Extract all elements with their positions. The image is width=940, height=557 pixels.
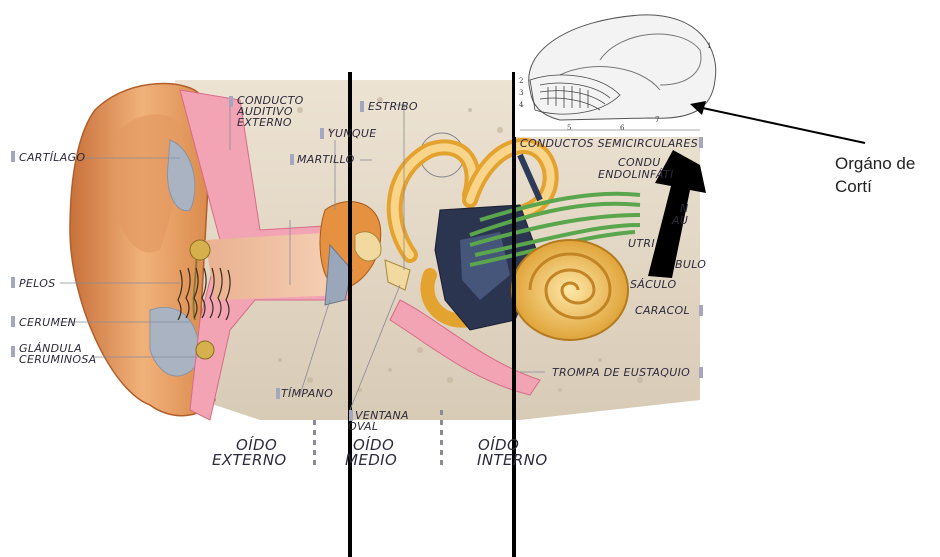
label-martillo: MARTILLO	[297, 153, 355, 166]
inset-number-4: 4	[519, 101, 524, 109]
label-saculo: SÁCULO	[630, 278, 677, 291]
cochlea	[512, 240, 628, 340]
inset-number-2: 2	[519, 77, 523, 85]
corti-pointer-arrow	[690, 101, 865, 143]
label-oido-externo-2: EXTERNO	[212, 451, 287, 469]
label-trompa-eustaquio: TROMPA DE EUSTAQUIO	[552, 366, 690, 379]
label-glandula-2: CERUMINOSA	[19, 353, 96, 366]
label-caracol: CARACOL	[635, 304, 690, 317]
label-ventana-oval-2: OVAL	[348, 420, 378, 433]
inset-number-3: 3	[519, 89, 523, 97]
organ-of-corti-annotation: Orgáno de Cortí	[835, 152, 915, 198]
label-estribo: ESTRIBO	[368, 100, 418, 113]
inset-number-1: 1	[707, 42, 711, 50]
label-conducto-endolinfatico-2: ENDOLINFÁTI	[598, 168, 674, 181]
label-pelos: PELOS	[19, 277, 56, 290]
label-oido-medio-2: MEDIO	[345, 451, 397, 469]
label-oido-interno-2: INTERNO	[477, 451, 548, 469]
inset-number-7: 7	[655, 116, 659, 124]
annotation-line-1: Orgáno de	[835, 152, 915, 175]
label-nervio-2: AU	[671, 214, 688, 227]
label-vestibulo: BULO	[675, 258, 706, 271]
label-yunque: YUNQUE	[328, 127, 376, 140]
divider-line-left	[348, 72, 352, 557]
label-timpano: TÍMPANO	[281, 387, 333, 400]
organ-of-corti-inset: 1 2 3 4 5 6 7	[515, 12, 716, 137]
inset-number-5: 5	[567, 124, 571, 132]
annotation-line-2: Cortí	[835, 175, 915, 198]
label-cartilago: CARTÍLAGO	[19, 151, 85, 164]
label-conductos-semicirculares: CONDUCTOS SEMICIRCULARES	[520, 137, 698, 150]
divider-line-right	[512, 72, 516, 557]
inset-number-6: 6	[620, 124, 625, 132]
label-conducto-3: EXTERNO	[237, 116, 292, 129]
label-utriculo: UTRI	[628, 237, 655, 250]
label-cerumen: CERUMEN	[19, 316, 76, 329]
